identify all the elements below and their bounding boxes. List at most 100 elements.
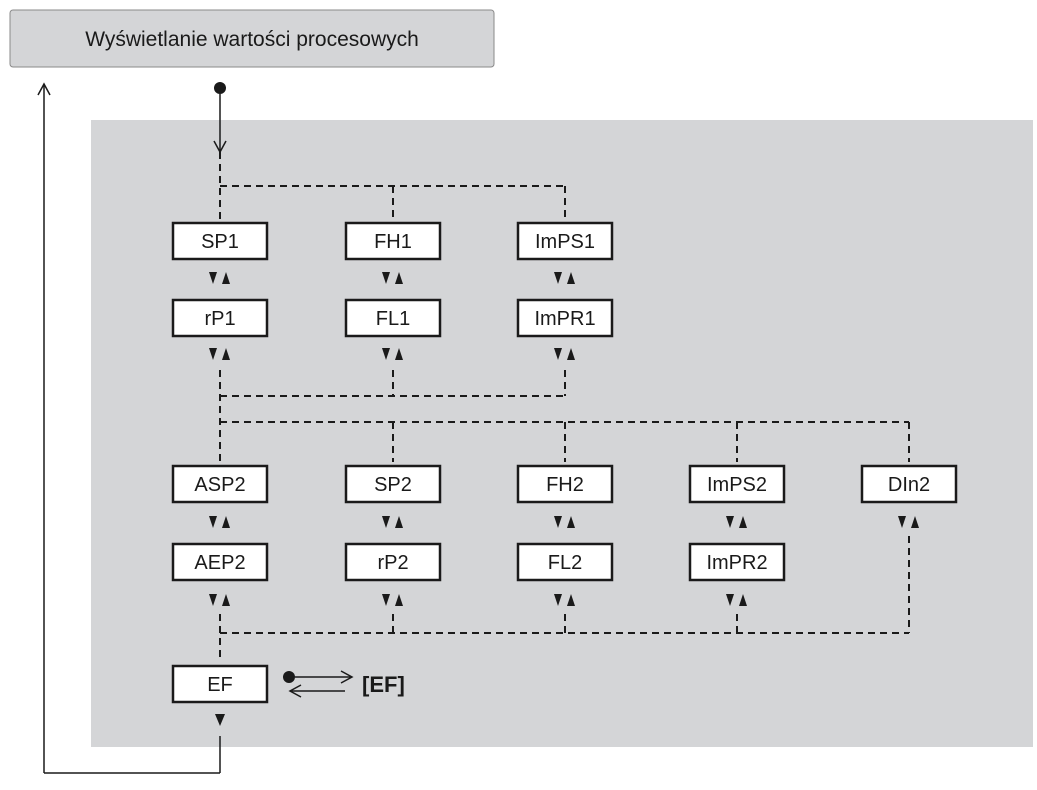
menu-item-label: ImPR1: [534, 308, 595, 330]
menu-item-box: [688, 542, 786, 582]
menu-item-label: FL1: [376, 308, 410, 330]
ef-submenu-label: [EF]: [362, 672, 405, 697]
nav-arrows: [209, 594, 230, 606]
down-arrow-icon: [209, 516, 217, 528]
menu-item-label: EF: [207, 674, 233, 696]
up-arrow-icon: [567, 272, 575, 284]
up-arrow-icon: [395, 348, 403, 360]
menu-item-sp2: SP2: [344, 464, 442, 504]
nav-arrows: [209, 516, 230, 528]
down-arrow-icon: [554, 348, 562, 360]
menu-item-fh1: FH1: [344, 221, 442, 261]
nav-arrows: [898, 516, 919, 528]
menu-item-box: [516, 298, 614, 338]
up-arrow-icon: [567, 594, 575, 606]
menu-item-label: ImPR2: [706, 552, 767, 574]
down-arrow-icon: [382, 594, 390, 606]
merge-connectors-group-2: [219, 536, 910, 660]
ef-entry-dot: [283, 671, 295, 683]
menu-item-fl1: FL1: [344, 298, 442, 338]
nav-arrows: [382, 516, 403, 528]
menu-item-box: [344, 221, 442, 261]
entry-dot: [214, 82, 226, 94]
up-arrow-icon: [222, 594, 230, 606]
down-arrow-icon: [382, 272, 390, 284]
up-arrow-icon: [222, 348, 230, 360]
nav-arrows: [554, 516, 575, 528]
menu-item-box: [171, 464, 269, 504]
nav-arrows: [382, 594, 403, 606]
menu-item-label: DIn2: [888, 474, 930, 496]
merge-connectors-group-1: [219, 370, 910, 462]
menu-item-impr2: ImPR2: [688, 542, 786, 582]
menu-item-box: [688, 464, 786, 504]
down-arrow-icon: [382, 348, 390, 360]
menu-item-rp1: rP1: [171, 298, 269, 338]
nav-arrows: [554, 348, 575, 360]
menu-item-box: [171, 542, 269, 582]
menu-item-box: [860, 464, 958, 504]
menu-item-fh2: FH2: [516, 464, 614, 504]
down-arrow-icon: [209, 348, 217, 360]
menu-item-label: FL2: [548, 552, 582, 574]
menu-item-box: [516, 542, 614, 582]
top-branch-connectors: [219, 152, 566, 223]
menu-item-ef: EF: [171, 664, 269, 704]
menu-item-label: rP2: [377, 552, 408, 574]
down-arrow-icon: [898, 516, 906, 528]
menu-item-imps2: ImPS2: [688, 464, 786, 504]
menu-item-fl2: FL2: [516, 542, 614, 582]
down-arrow-icon: [554, 594, 562, 606]
down-arrow-icon: [726, 516, 734, 528]
up-arrow-icon: [222, 272, 230, 284]
menu-item-label: ImPS2: [707, 474, 767, 496]
up-arrow-icon: [567, 516, 575, 528]
up-arrow-icon: [395, 272, 403, 284]
menu-item-box: [344, 298, 442, 338]
menu-item-box: [171, 664, 269, 704]
up-arrow-icon: [567, 348, 575, 360]
up-arrow-icon: [911, 516, 919, 528]
nav-arrows: [554, 594, 575, 606]
down-arrow-icon: [382, 516, 390, 528]
menu-item-label: SP2: [374, 474, 412, 496]
down-arrow-icon: [209, 594, 217, 606]
up-arrow-icon: [395, 594, 403, 606]
menu-item-imps1: ImPS1: [516, 221, 614, 261]
menu-item-asp2: ASP2: [171, 464, 269, 504]
nav-arrows: [209, 272, 230, 284]
process-value-display-box: Wyświetlanie wartości procesowych: [9, 9, 495, 68]
up-arrow-icon: [739, 516, 747, 528]
menu-item-box: [344, 464, 442, 504]
up-arrow-icon: [222, 516, 230, 528]
menu-item-label: AEP2: [194, 552, 245, 574]
down-arrow-icon: [554, 516, 562, 528]
return-path: [37, 82, 221, 774]
ef-submenu-arrows: [EF]: [283, 670, 405, 698]
menu-item-label: FH1: [374, 231, 412, 253]
menu-item-box: [516, 464, 614, 504]
nav-arrows: [726, 516, 747, 528]
menu-item-rp2: rP2: [344, 542, 442, 582]
nav-arrows: [726, 594, 747, 606]
menu-panel: [91, 120, 1033, 747]
nav-arrows: [382, 348, 403, 360]
menu-item-label: ASP2: [194, 474, 245, 496]
menu-item-aep2: AEP2: [171, 542, 269, 582]
menu-item-impr1: ImPR1: [516, 298, 614, 338]
down-arrow-icon: [215, 714, 225, 726]
menu-item-label: rP1: [204, 308, 235, 330]
down-arrow-icon: [209, 272, 217, 284]
menu-item-box: [344, 542, 442, 582]
down-arrow-icon: [554, 272, 562, 284]
menu-item-sp1: SP1: [171, 221, 269, 261]
menu-item-din2: DIn2: [860, 464, 958, 504]
menu-item-label: ImPS1: [535, 231, 595, 253]
menu-item-box: [516, 221, 614, 261]
menu-item-label: SP1: [201, 231, 239, 253]
nav-arrows: [554, 272, 575, 284]
up-arrow-icon: [395, 516, 403, 528]
up-arrow-icon: [739, 594, 747, 606]
nav-arrows: [209, 348, 230, 360]
